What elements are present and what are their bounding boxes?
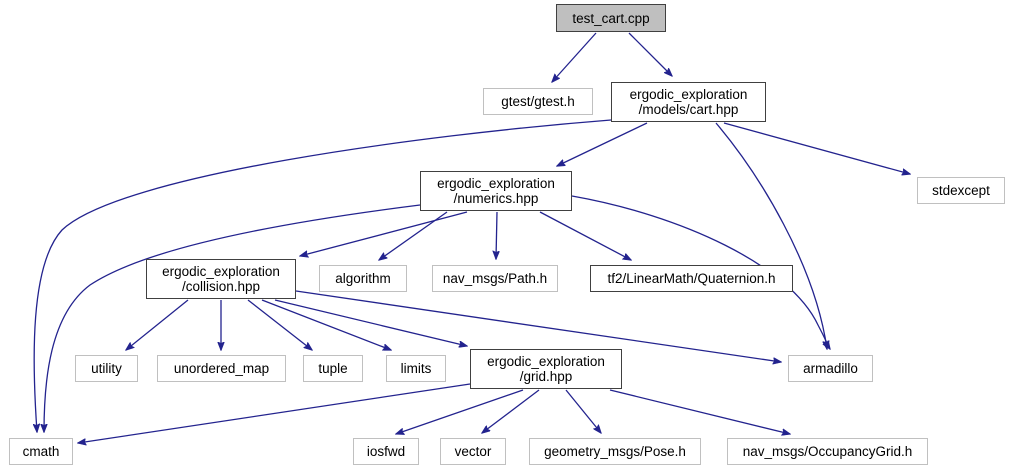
- edge-cart_hpp-to-armadillo: [715, 122, 827, 349]
- graph-node-label: ergodic_exploration /models/cart.hpp: [629, 87, 748, 117]
- graph-node-label: cmath: [22, 444, 60, 459]
- graph-node-iosfwd[interactable]: iosfwd: [353, 438, 419, 465]
- graph-node-grid_hpp[interactable]: ergodic_exploration /grid.hpp: [470, 349, 622, 389]
- graph-node-label: ergodic_exploration /grid.hpp: [487, 354, 605, 384]
- graph-node-label: test_cart.cpp: [572, 10, 650, 26]
- edge-collision_hpp-to-armadillo: [295, 290, 781, 362]
- graph-node-label: nav_msgs/OccupancyGrid.h: [742, 444, 913, 459]
- graph-node-nav_msgs_occupancygrid[interactable]: nav_msgs/OccupancyGrid.h: [727, 438, 928, 465]
- edge-grid_hpp-to-geometry_msgs_pose: [565, 389, 601, 433]
- graph-node-label: vector: [454, 444, 492, 459]
- graph-node-tuple[interactable]: tuple: [303, 355, 363, 382]
- graph-node-collision_hpp[interactable]: ergodic_exploration /collision.hpp: [146, 259, 296, 299]
- edge-grid_hpp-to-vector: [482, 389, 540, 433]
- edges-group: [34, 32, 910, 443]
- graph-node-vector[interactable]: vector: [440, 438, 506, 465]
- graph-node-tf2_quaternion[interactable]: tf2/LinearMath/Quaternion.h: [590, 265, 793, 292]
- graph-node-cmath[interactable]: cmath: [9, 438, 73, 465]
- edge-grid_hpp-to-nav_msgs_occupancygrid: [609, 389, 790, 434]
- graph-node-label: nav_msgs/Path.h: [442, 271, 548, 286]
- graph-node-algorithm[interactable]: algorithm: [319, 265, 407, 292]
- edge-numerics_hpp-to-cmath: [44, 204, 421, 432]
- graph-node-unordered_map[interactable]: unordered_map: [157, 355, 286, 382]
- graph-node-label: stdexcept: [932, 183, 990, 198]
- graph-node-test_cart[interactable]: test_cart.cpp: [556, 4, 666, 32]
- graph-node-label: iosfwd: [366, 444, 406, 459]
- graph-node-label: gtest/gtest.h: [501, 94, 575, 109]
- edge-numerics_hpp-to-nav_msgs_path: [496, 211, 497, 259]
- graph-node-cart_hpp[interactable]: ergodic_exploration /models/cart.hpp: [611, 82, 766, 122]
- graph-node-limits[interactable]: limits: [386, 355, 446, 382]
- edge-collision_hpp-to-grid_hpp: [274, 299, 467, 346]
- graph-node-label: utility: [91, 361, 122, 376]
- graph-node-utility[interactable]: utility: [75, 355, 138, 382]
- graph-node-geometry_msgs_pose[interactable]: geometry_msgs/Pose.h: [529, 438, 701, 465]
- graph-node-label: tuple: [318, 361, 348, 376]
- edge-cart_hpp-to-numerics_hpp: [557, 122, 648, 166]
- graph-node-label: ergodic_exploration /numerics.hpp: [437, 176, 555, 206]
- edge-test_cart-to-cart_hpp: [628, 32, 672, 76]
- graph-node-gtest[interactable]: gtest/gtest.h: [483, 88, 593, 115]
- edge-collision_hpp-to-limits: [261, 299, 391, 351]
- graph-node-label: algorithm: [335, 271, 391, 286]
- edge-cart_hpp-to-stdexcept: [723, 122, 910, 174]
- graph-node-label: ergodic_exploration /collision.hpp: [162, 264, 280, 294]
- graph-node-label: unordered_map: [173, 361, 270, 376]
- edge-grid_hpp-to-iosfwd: [396, 389, 524, 434]
- graph-node-stdexcept[interactable]: stdexcept: [917, 177, 1005, 204]
- graph-node-label: tf2/LinearMath/Quaternion.h: [607, 271, 776, 286]
- edge-grid_hpp-to-cmath: [78, 383, 471, 443]
- edge-test_cart-to-gtest: [552, 32, 597, 82]
- edge-numerics_hpp-to-tf2_quaternion: [539, 211, 631, 260]
- graph-node-label: limits: [400, 361, 432, 376]
- edge-numerics_hpp-to-algorithm: [379, 211, 448, 260]
- graph-node-armadillo[interactable]: armadillo: [788, 355, 873, 382]
- graph-node-nav_msgs_path[interactable]: nav_msgs/Path.h: [432, 265, 558, 292]
- graph-node-numerics_hpp[interactable]: ergodic_exploration /numerics.hpp: [420, 171, 572, 211]
- edge-cart_hpp-to-cmath: [34, 119, 612, 432]
- edge-collision_hpp-to-tuple: [247, 299, 312, 350]
- edge-numerics_hpp-to-collision_hpp: [300, 211, 468, 256]
- edge-collision_hpp-to-utility: [126, 299, 189, 350]
- graph-node-label: armadillo: [803, 361, 858, 376]
- graph-node-label: geometry_msgs/Pose.h: [544, 444, 686, 459]
